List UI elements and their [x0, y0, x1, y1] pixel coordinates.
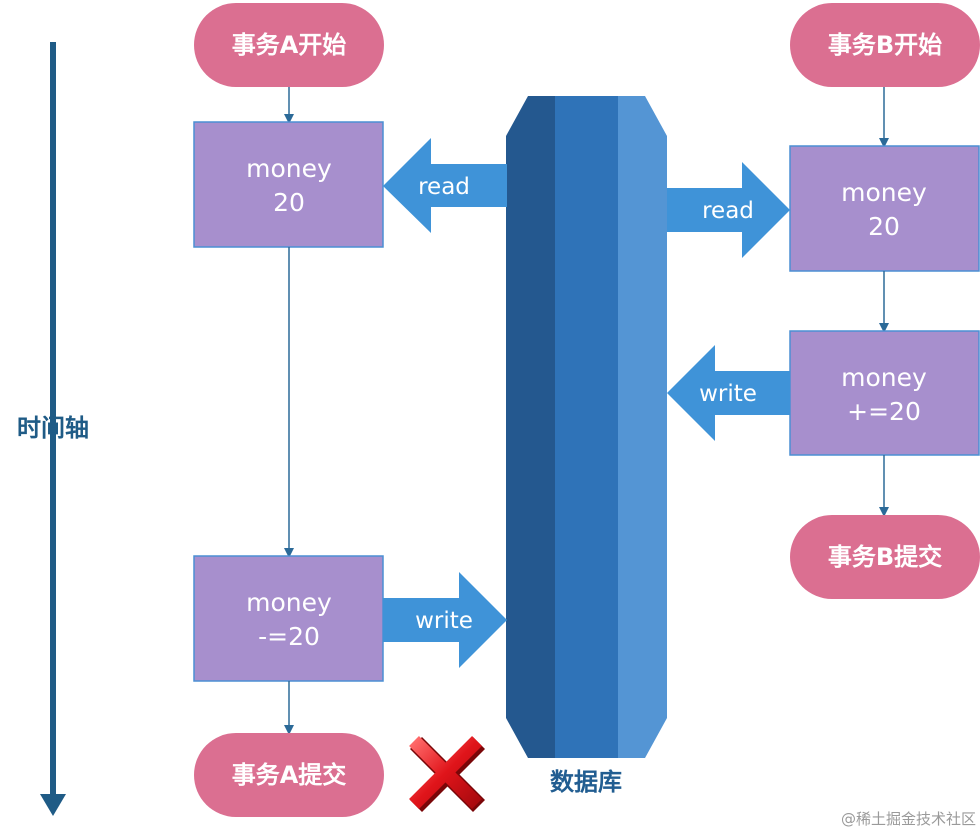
tx-b-read-box-line1: money	[841, 178, 927, 207]
database-label: 数据库	[550, 768, 622, 796]
tx-a-write-box-line1: money	[246, 588, 332, 617]
tx-a-commit-label: 事务A提交	[232, 761, 347, 789]
watermark: @稀土掘金技术社区	[841, 810, 976, 828]
tx-b-start-label: 事务B开始	[828, 31, 942, 59]
transaction-a: 事务A开始 money 20 money -=20 事务A提交	[193, 3, 384, 817]
transaction-b: 事务B开始 money 20 money +=20 事务B提交	[789, 3, 980, 599]
tx-b-write-arrow: write	[667, 345, 790, 441]
timeline: 时间轴	[17, 42, 89, 816]
tx-a-read-box	[193, 121, 384, 248]
tx-a-read-box-line1: money	[246, 154, 332, 183]
database: 数据库	[506, 96, 667, 796]
tx-a-commit-node	[194, 733, 384, 817]
timeline-arrow-head	[40, 794, 66, 816]
tx-a-read-arrow-label: read	[418, 174, 470, 200]
database-right-face	[618, 96, 667, 758]
tx-a-write-arrow: write	[383, 572, 507, 668]
tx-b-read-arrow: read	[667, 162, 790, 258]
tx-a-start-label: 事务A开始	[232, 31, 347, 59]
tx-b-read-box-line2: 20	[868, 212, 900, 241]
tx-b-commit-node	[790, 515, 980, 599]
tx-b-write-box-line2: +=20	[847, 397, 921, 426]
tx-b-write-box-line1: money	[841, 363, 927, 392]
database-left-face	[506, 96, 556, 758]
tx-a-write-box-line2: -=20	[258, 622, 320, 651]
fail-x-icon	[409, 736, 486, 813]
tx-a-write-box	[193, 555, 384, 682]
tx-a-read-box-line2: 20	[273, 188, 305, 217]
tx-b-commit-label: 事务B提交	[828, 543, 942, 571]
tx-b-read-arrow-label: read	[702, 198, 754, 224]
tx-b-write-arrow-label: write	[699, 381, 757, 407]
tx-a-read-arrow: read	[383, 138, 507, 233]
timeline-label: 时间轴	[17, 414, 89, 442]
tx-a-start-node	[194, 3, 384, 87]
tx-b-read-box	[789, 145, 980, 272]
tx-b-write-box	[789, 330, 980, 456]
tx-a-write-arrow-label: write	[415, 608, 473, 634]
tx-b-start-node	[790, 3, 980, 87]
database-center-face	[555, 96, 619, 758]
